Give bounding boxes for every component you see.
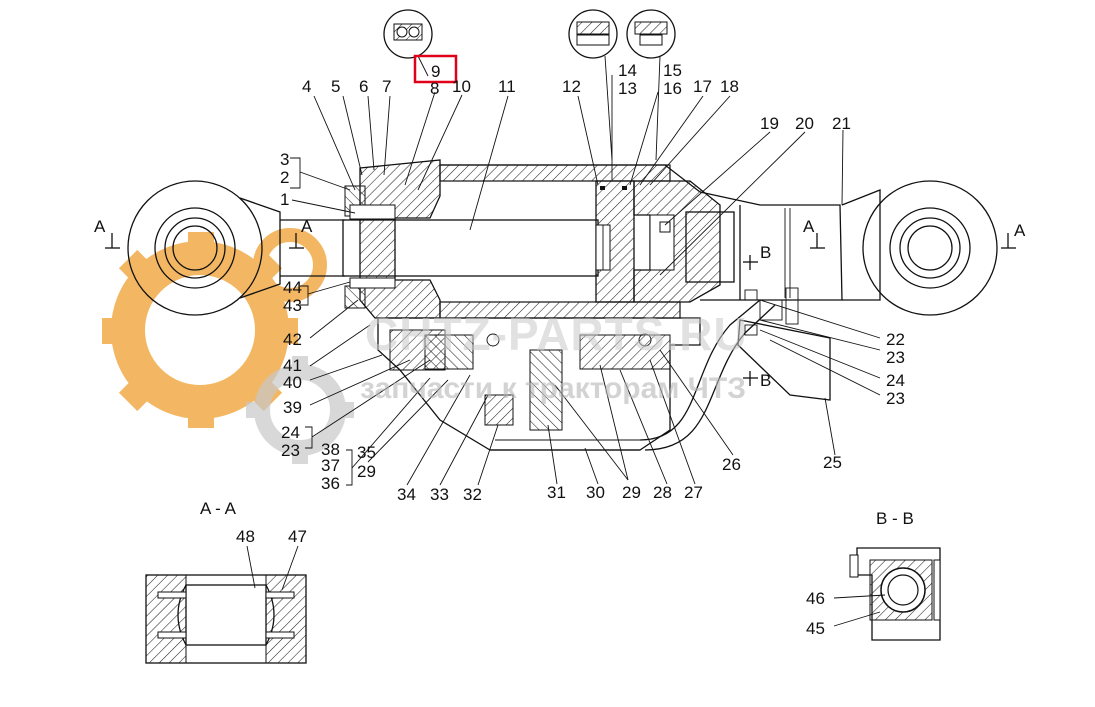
callout-14: 14 bbox=[618, 61, 637, 80]
callout-36: 36 bbox=[321, 474, 340, 493]
callout-23b: 23 bbox=[886, 389, 905, 408]
section-mark-b-1: B bbox=[760, 243, 771, 262]
callout-19: 19 bbox=[760, 114, 779, 133]
section-title-bb: B - B bbox=[876, 509, 914, 528]
section-a-marks: A A A A B B bbox=[94, 217, 1026, 390]
section-mark-a-1: A bbox=[94, 217, 106, 236]
callout-10: 10 bbox=[452, 77, 471, 96]
callout-2: 2 bbox=[280, 168, 289, 187]
section-bb-view bbox=[833, 547, 941, 641]
callout-8: 8 bbox=[430, 79, 439, 98]
callout-41: 41 bbox=[283, 356, 302, 375]
callout-7: 7 bbox=[382, 77, 391, 96]
callout-45: 45 bbox=[806, 619, 825, 638]
leader-lines bbox=[290, 75, 881, 486]
watermark-site: CHTZ-PARTS.RU bbox=[365, 308, 748, 360]
callout-1: 1 bbox=[280, 190, 289, 209]
callout-28: 28 bbox=[653, 483, 672, 502]
callout-24b: 24 bbox=[281, 423, 300, 442]
callout-17: 17 bbox=[693, 77, 712, 96]
callout-38: 38 bbox=[321, 440, 340, 459]
callout-4: 4 bbox=[302, 77, 311, 96]
callout-20: 20 bbox=[795, 114, 814, 133]
callout-12: 12 bbox=[562, 77, 581, 96]
callout-37: 37 bbox=[321, 456, 340, 475]
callout-27: 27 bbox=[684, 483, 703, 502]
section-title-aa: A - A bbox=[200, 499, 237, 518]
callout-30: 30 bbox=[586, 483, 605, 502]
callout-3: 3 bbox=[280, 150, 289, 169]
callout-39: 39 bbox=[283, 398, 302, 417]
callout-6: 6 bbox=[359, 77, 368, 96]
callout-46: 46 bbox=[806, 589, 825, 608]
callout-26: 26 bbox=[722, 455, 741, 474]
callout-15: 15 bbox=[663, 61, 682, 80]
callout-35: 35 bbox=[357, 443, 376, 462]
callout-11: 11 bbox=[498, 77, 516, 96]
callout-40: 40 bbox=[283, 373, 302, 392]
callout-23c: 23 bbox=[281, 441, 300, 460]
callout-16: 16 bbox=[663, 79, 682, 98]
callout-32: 32 bbox=[463, 485, 482, 504]
callout-47: 47 bbox=[288, 527, 307, 546]
callout-29b: 29 bbox=[357, 462, 376, 481]
callout-31: 31 bbox=[547, 483, 566, 502]
callout-43: 43 bbox=[283, 296, 302, 315]
seal-detail-bubbles bbox=[383, 9, 676, 161]
section-mark-b-2: B bbox=[760, 371, 771, 390]
section-mark-a-2: A bbox=[301, 217, 313, 236]
watermark-tagline: запчасти к тракторам ЧТЗ bbox=[360, 372, 746, 405]
watermark-gear-gray-icon bbox=[246, 356, 354, 464]
section-mark-a-3: A bbox=[803, 217, 815, 236]
callout-18: 18 bbox=[720, 77, 739, 96]
highlight-box-9 bbox=[413, 54, 458, 84]
callout-5: 5 bbox=[331, 77, 340, 96]
callout-21: 21 bbox=[832, 114, 851, 133]
callout-42: 42 bbox=[283, 330, 302, 349]
callout-13: 13 bbox=[618, 79, 637, 98]
callout-29a: 29 bbox=[622, 483, 641, 502]
callout-23a: 23 bbox=[886, 348, 905, 367]
callout-48: 48 bbox=[236, 527, 255, 546]
callout-34: 34 bbox=[397, 485, 416, 504]
section-mark-a-4: A bbox=[1014, 221, 1026, 240]
section-aa-view bbox=[145, 545, 307, 664]
callout-22: 22 bbox=[886, 330, 905, 349]
callout-44: 44 bbox=[283, 278, 302, 297]
callout-labels: 1 2 3 4 5 6 7 8 9 10 11 12 13 14 15 16 1… bbox=[236, 61, 905, 638]
callout-9: 9 bbox=[431, 62, 440, 81]
cylinder-assembly bbox=[127, 159, 998, 451]
callout-25: 25 bbox=[823, 453, 842, 472]
callout-24a: 24 bbox=[886, 371, 905, 390]
callout-33: 33 bbox=[430, 485, 449, 504]
